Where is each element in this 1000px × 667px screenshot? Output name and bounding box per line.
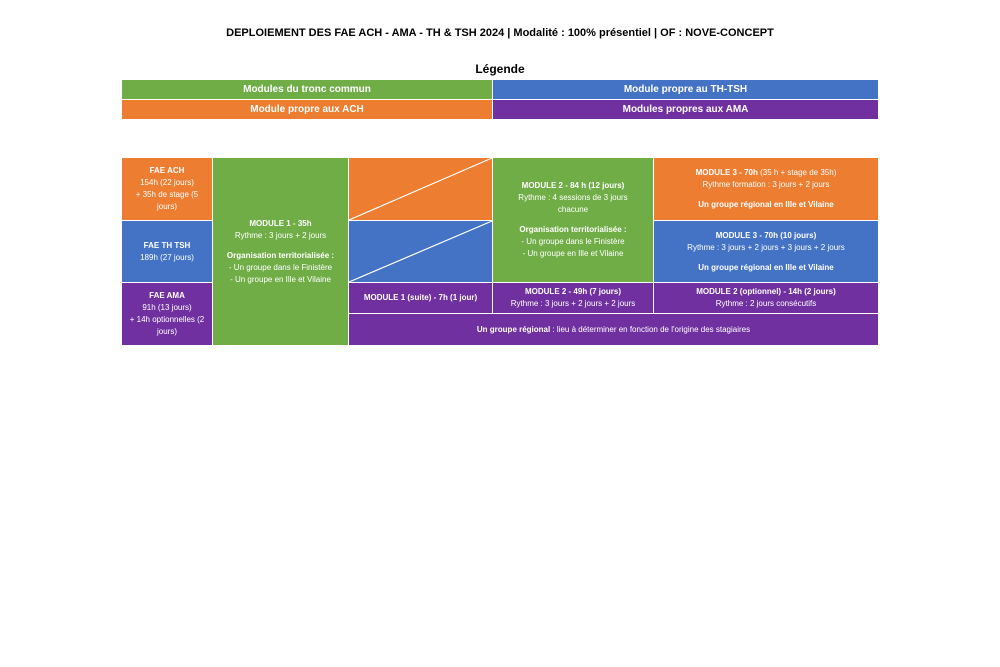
row-th-name: FAE TH TSH	[143, 240, 191, 250]
module2-opt-title: MODULE 2 (optionnel) - 14h (2 jours)	[696, 287, 836, 296]
module3-ach-title-rest: (35 h + stage de 35h)	[757, 168, 837, 177]
module3-ach-groupe: Un groupe régional en Ille et Vilaine	[698, 200, 834, 209]
page-title: DEPLOIEMENT DES FAE ACH - AMA - TH & TSH…	[226, 27, 774, 39]
module2-rythme1: Rythme : 4 sessions de 3 jours	[518, 193, 628, 202]
row-ama-line1: 91h (13 jours)	[142, 303, 192, 312]
row-ama-line2: + 14h optionnelles (2	[129, 315, 205, 324]
diagonal-line-ach	[348, 157, 493, 221]
module3-ach-cell: MODULE 3 - 70h (35 h + stage de 35h) Ryt…	[654, 158, 878, 220]
module2-org-title: Organisation territorialisée :	[519, 225, 627, 234]
row-header-th: FAE TH TSH 189h (27 jours)	[122, 221, 212, 282]
module2-ama-cell: MODULE 2 - 49h (7 jours) Rythme : 3 jour…	[493, 283, 653, 313]
row-ama-name: FAE AMA	[149, 291, 185, 300]
module1-org1: - Un groupe dans le Finistère	[228, 262, 333, 272]
module2-opt-rythme: Rythme : 2 jours consécutifs	[715, 299, 817, 308]
module2-ama-rythme: Rythme : 3 jours + 2 jours + 2 jours	[510, 299, 636, 308]
module1-suite-cell: MODULE 1 (suite) - 7h (1 jour)	[349, 283, 492, 313]
row-header-ama: FAE AMA 91h (13 jours) + 14h optionnelle…	[122, 283, 212, 345]
groupe-regional-bold: Un groupe régional	[476, 324, 551, 334]
module1-rythme: Rythme : 3 jours + 2 jours	[234, 230, 327, 240]
legend-ama: Modules propres aux AMA	[493, 100, 878, 119]
module3-ach-rythme: Rythme formation : 3 jours + 2 jours	[702, 180, 830, 189]
module2-opt-cell: MODULE 2 (optionnel) - 14h (2 jours) Ryt…	[654, 283, 878, 313]
module3-th-rythme: Rythme : 3 jours + 2 jours + 3 jours + 2…	[687, 242, 845, 252]
legend-th-tsh: Module propre au TH-TSH	[493, 80, 878, 99]
row-th-line1: 189h (27 jours)	[140, 252, 194, 262]
row-ama-line3: jours)	[156, 327, 177, 336]
module1-title: MODULE 1 - 35h	[249, 218, 312, 228]
module3-th-title: MODULE 3 - 70h (10 jours)	[715, 230, 817, 240]
module2-title: MODULE 2 - 84 h (12 jours)	[521, 181, 625, 190]
groupe-regional-cell: Un groupe régional : lieu à déterminer e…	[349, 314, 878, 345]
module2-ama-title: MODULE 2 - 49h (7 jours)	[524, 287, 621, 296]
module2-ach-th-cell: MODULE 2 - 84 h (12 jours) Rythme : 4 se…	[493, 158, 653, 282]
module3-ach-title: MODULE 3 - 70h	[695, 168, 758, 177]
row-header-ach: FAE ACH 154h (22 jours) + 35h de stage (…	[122, 158, 212, 220]
row-ach-line1: 154h (22 jours)	[140, 178, 194, 187]
legend-tronc-commun: Modules du tronc commun	[122, 80, 492, 99]
groupe-regional-rest: : lieu à déterminer en fonction de l'ori…	[550, 324, 751, 334]
diagonal-line-th	[348, 220, 493, 283]
module2-org2: - Un groupe en Ille et Vilaine	[522, 249, 624, 258]
module1-suite-title: MODULE 1 (suite) - 7h (1 jour)	[363, 293, 478, 302]
module1-org-title: Organisation territorialisée :	[226, 250, 335, 260]
module2-rythme2: chacune	[557, 205, 589, 214]
module3-th-groupe: Un groupe régional en Ille et Vilaine	[698, 262, 834, 272]
legend-title: Légende	[475, 62, 525, 76]
module1-cell: MODULE 1 - 35h Rythme : 3 jours + 2 jour…	[213, 158, 348, 345]
row-ach-line2: + 35h de stage (5	[135, 190, 199, 199]
legend-ach: Module propre aux ACH	[122, 100, 492, 119]
module1-org2: - Un groupe en Ille et Vilaine	[230, 274, 331, 284]
module2-org1: - Un groupe dans le Finistère	[521, 237, 625, 246]
module3-th-cell: MODULE 3 - 70h (10 jours) Rythme : 3 jou…	[654, 221, 878, 282]
row-ach-name: FAE ACH	[149, 166, 185, 175]
row-ach-line3: jours)	[156, 202, 177, 211]
